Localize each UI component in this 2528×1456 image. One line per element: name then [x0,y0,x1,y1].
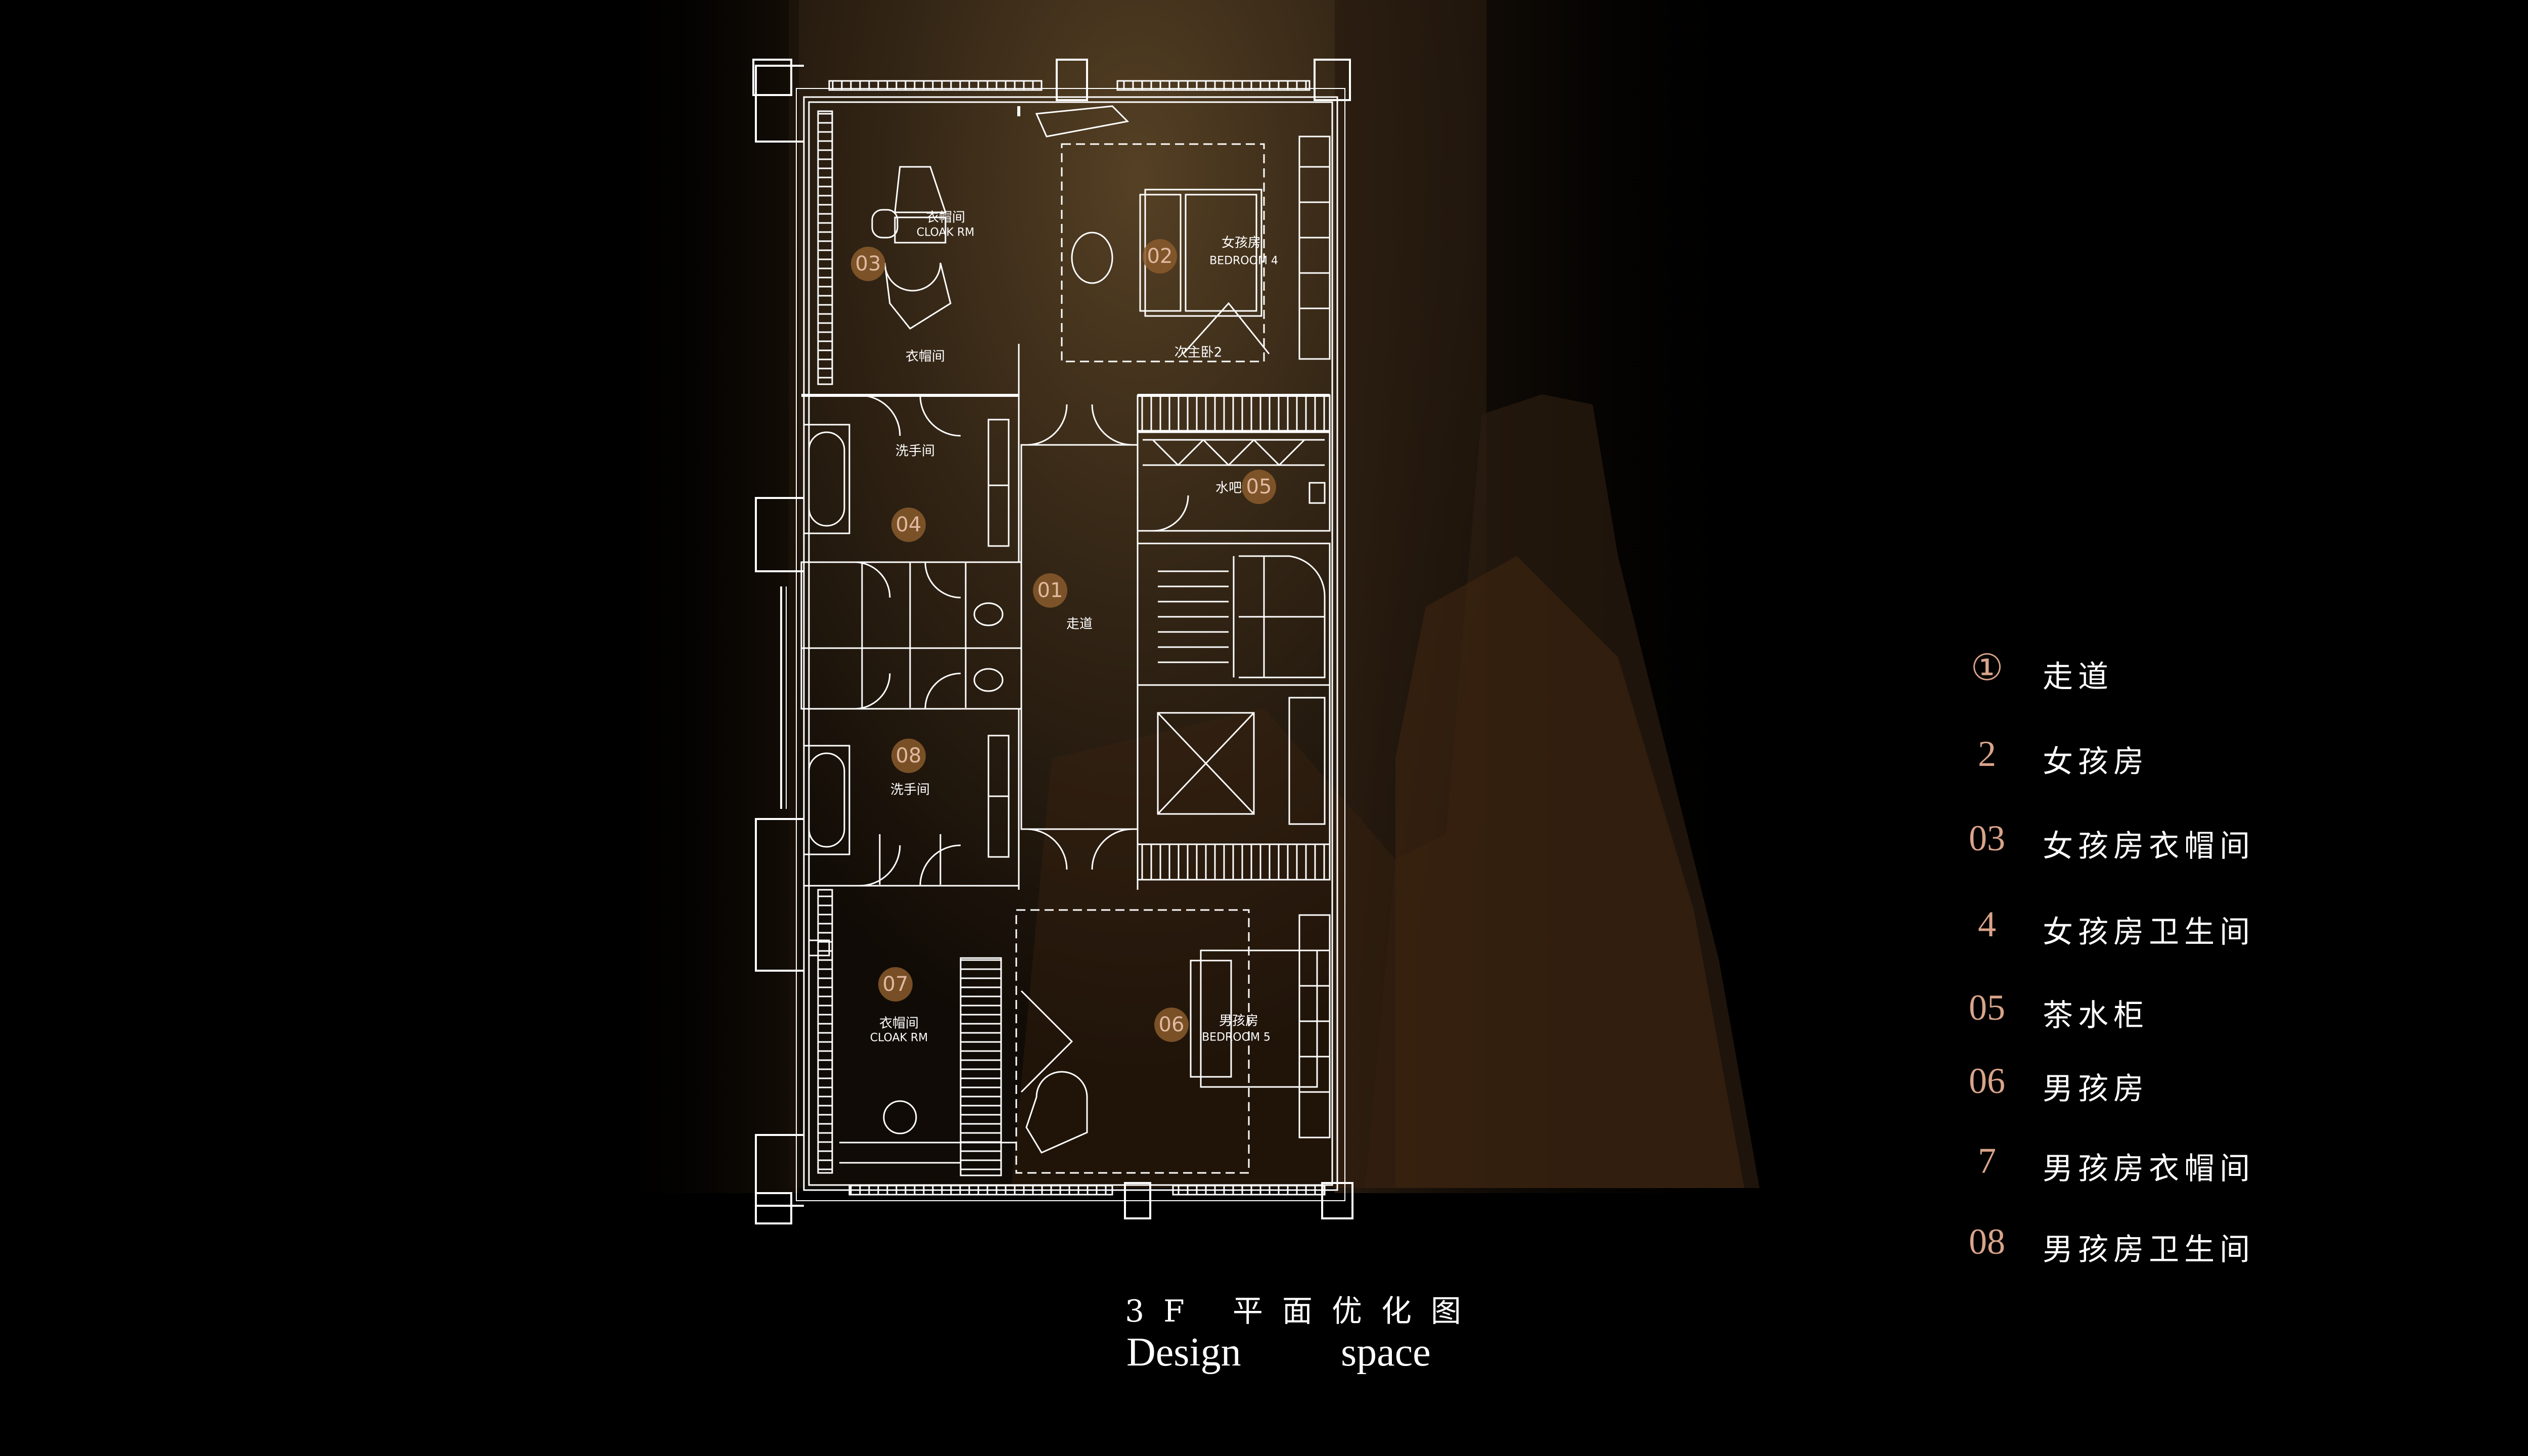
caption-design: Design [1126,1330,1241,1375]
room-name: 衣帽间 [925,210,966,225]
room-name: 女孩房 [1221,235,1261,251]
legend-number: 06 [1969,1061,2005,1101]
room-number-badge: 07 [882,973,909,996]
caption-space: space [1341,1330,1431,1375]
legend-label: 女孩房 [2043,744,2149,780]
plan-caption: 3F 平面优化图 [1125,1294,1480,1329]
legend-label: 女孩房衣帽间 [2043,829,2255,864]
room-name-en: BEDROOM 5 [1202,1031,1271,1044]
room-number-badge: 02 [1147,245,1173,268]
room-name: 洗手间 [890,782,930,798]
room-number-badge: 06 [1158,1013,1185,1036]
room-number-badge: 03 [855,252,881,276]
legend-label: 走道 [2043,659,2113,695]
legend-number: 03 [1969,818,2005,858]
room-name-en: BEDROOM 4 [1209,254,1278,267]
room-name: 洗手间 [895,443,935,459]
legend-label: 男孩房衣帽间 [2043,1151,2255,1187]
room-name: 水吧 [1215,480,1242,496]
legend-label: 男孩房 [2043,1071,2149,1107]
room-number-badge: 08 [895,744,922,767]
room-name: 男孩房 [1218,1013,1259,1029]
walls [752,59,1353,1224]
room-number-badge: 05 [1246,475,1272,498]
room-number-badge: 04 [895,513,922,536]
room-name-en: CLOAK RM [870,1031,928,1044]
room-area-note: 次主卧2 [1174,345,1223,360]
room-name: 衣帽间 [879,1016,919,1031]
legend-number: 7 [1978,1141,1996,1181]
legend-label: 茶水柜 [2043,998,2149,1033]
room-badges [851,239,1276,1042]
room-name: 衣帽间 [905,349,945,365]
room-name-en: CLOAK RM [916,226,975,239]
legend-number: 05 [1969,987,2005,1028]
legend-number: ① [1970,648,2004,688]
legend-number: 4 [1978,904,1996,944]
room-name: 走道 [1066,616,1093,632]
legend-number: 08 [1969,1221,2005,1262]
legend-number: 2 [1978,734,1996,774]
legend-label: 男孩房卫生间 [2043,1232,2255,1267]
legend-label: 女孩房卫生间 [2043,915,2255,950]
room-number-badge: 01 [1037,579,1063,602]
